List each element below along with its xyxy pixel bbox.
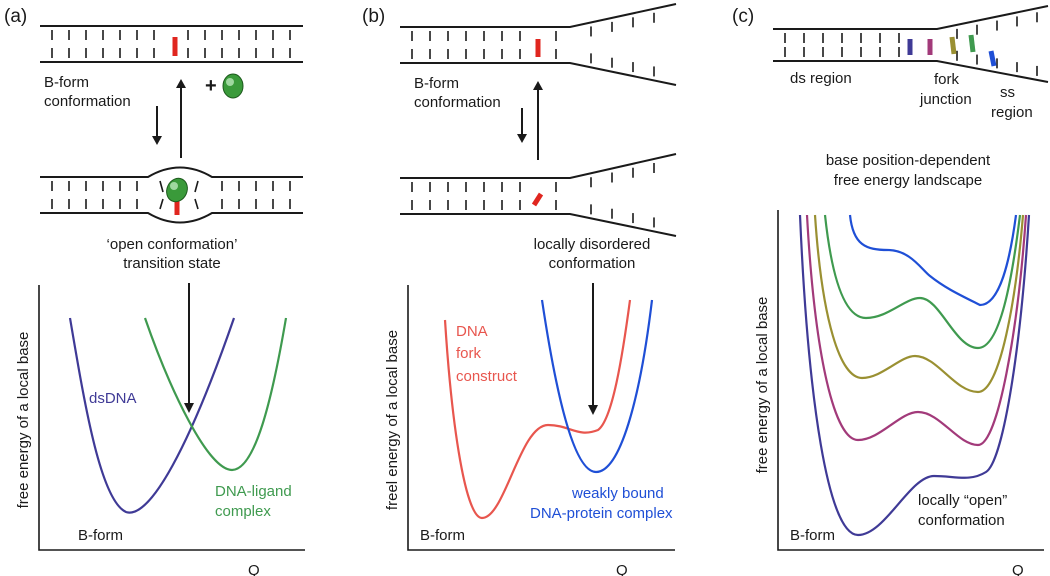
landscape-curve-1 — [798, 214, 1031, 537]
panel-a-axes — [38, 285, 305, 551]
ligand-label-line1: DNA-ligand — [215, 483, 292, 500]
fork-junction-line1: fork — [934, 71, 960, 88]
panel-b-top-fork — [400, 3, 677, 86]
panel-a-bform-min: B-form — [78, 527, 123, 544]
base-marker-3 — [949, 36, 957, 55]
bound-ligand-icon — [166, 177, 188, 203]
panel-c-ylabel: free energy of a local base — [754, 297, 771, 474]
panel-c-axes — [777, 210, 1044, 551]
plus-sign: + — [205, 75, 217, 97]
panel-b-axes — [407, 285, 675, 551]
protein-label-line2: DNA-protein complex — [530, 505, 673, 522]
panel-a-top-duplex — [40, 25, 303, 63]
panel-b-bform-line1: B-form — [414, 75, 459, 92]
panel-b-bform-min: B-form — [420, 527, 465, 544]
panel-a: (a) B-form conformation + — [4, 6, 305, 576]
ligand-complex-curve — [143, 317, 288, 472]
panel-c: (c) ds region fork junction ss region ba… — [732, 5, 1049, 576]
fork-label-line2: fork — [456, 345, 482, 362]
ligand-icon — [222, 73, 244, 99]
panel-a-label: (a) — [4, 6, 27, 27]
open-conf-line1: locally “open” — [918, 492, 1007, 509]
fork-label-line3: construct — [456, 368, 518, 385]
panel-b-bform-line2: conformation — [414, 94, 501, 111]
dsDNA-label: dsDNA — [89, 390, 137, 407]
panel-a-open-line2: transition state — [123, 255, 221, 272]
panel-a-open-line1: ‘open conformation’ — [107, 236, 238, 253]
ligand-highlight — [226, 78, 234, 86]
protein-label-line1: weakly bound — [571, 485, 664, 502]
fork-junction-line2: junction — [919, 91, 972, 108]
panel-c-bform-min: B-form — [790, 527, 835, 544]
panel-c-fork — [773, 5, 1049, 83]
panel-a-equilibrium-arrows — [152, 79, 186, 158]
landscape-curve-2 — [805, 214, 1028, 447]
panel-b-bottom-fork — [400, 153, 677, 237]
panel-a-xlabel: Q — [248, 562, 260, 576]
panel-a-ylabel: free energy of a local base — [15, 332, 32, 509]
panel-b-label: (b) — [362, 6, 385, 27]
panel-b-equilibrium-arrows — [517, 81, 543, 160]
landscape-line2: free energy landscape — [834, 172, 982, 189]
disordered-red-base — [531, 192, 544, 207]
landscape-curve-5 — [848, 214, 1018, 307]
fork-construct-curve — [443, 299, 632, 520]
fork-label-line1: DNA — [456, 323, 488, 340]
ligand-label-line2: complex — [215, 503, 271, 520]
protein-complex-curve — [540, 299, 654, 474]
panel-b-xlabel: Q — [616, 562, 628, 576]
panel-a-bform-line2: conformation — [44, 93, 131, 110]
dsDNA-curve — [68, 317, 236, 514]
base-marker-4 — [968, 34, 976, 53]
panel-c-xlabel: Q — [1012, 562, 1024, 576]
panel-c-label: (c) — [732, 6, 754, 27]
panel-b-disorder-arrow — [588, 405, 598, 415]
panel-a-open-duplex — [40, 166, 303, 224]
panel-a-transition-arrow — [184, 403, 194, 413]
landscape-curve-4 — [823, 214, 1022, 350]
base-marker-5 — [988, 50, 997, 67]
panel-b-disorder-line1: locally disordered — [534, 236, 651, 253]
ss-region-line1: ss — [1000, 84, 1015, 101]
landscape-line1: base position-dependent — [826, 152, 991, 169]
open-conf-line2: conformation — [918, 512, 1005, 529]
landscape-curve-3 — [813, 214, 1025, 394]
ds-region-label: ds region — [790, 70, 852, 87]
panel-b: (b) B-form conformation locally disorder… — [362, 3, 677, 576]
panel-a-bform-line1: B-form — [44, 74, 89, 91]
ss-region-line2: region — [991, 104, 1033, 121]
panel-b-disorder-line2: conformation — [549, 255, 636, 272]
panel-b-ylabel: freel energy of a local base — [384, 330, 401, 510]
